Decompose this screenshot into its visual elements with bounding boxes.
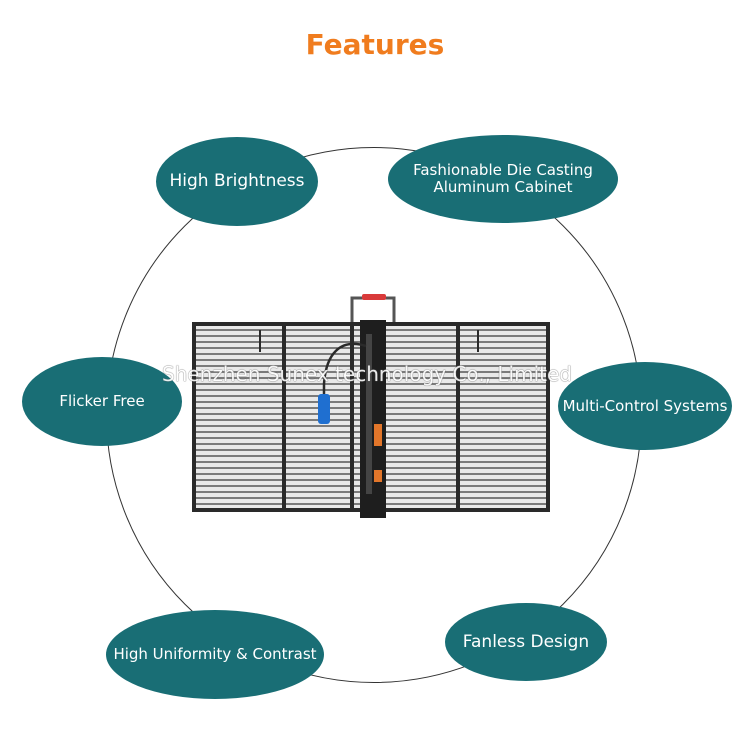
feature-die-casting-cabinet: Fashionable Die Casting Aluminum Cabinet bbox=[388, 135, 618, 223]
feature-label-line-2: Aluminum Cabinet bbox=[433, 178, 573, 196]
page-title: Features bbox=[305, 28, 445, 61]
cabinet-spine bbox=[360, 320, 386, 518]
connector-icon bbox=[318, 394, 330, 424]
handle-grip bbox=[362, 294, 386, 300]
led-cabinet-image bbox=[192, 294, 550, 518]
feature-label: High Uniformity & Contrast bbox=[113, 645, 317, 663]
power-connector-icon bbox=[374, 424, 382, 446]
cabinet-posts bbox=[282, 324, 460, 510]
feature-label: Multi-Control Systems bbox=[562, 396, 728, 415]
feature-multi-control-systems: Multi-Control Systems bbox=[558, 362, 732, 450]
feature-label: Fanless Design bbox=[462, 631, 590, 652]
feature-flicker-free: Flicker Free bbox=[22, 357, 182, 446]
feature-high-brightness: High Brightness bbox=[156, 137, 318, 226]
feature-fanless-design: Fanless Design bbox=[445, 603, 607, 681]
corner-brackets bbox=[259, 330, 479, 352]
feature-label: High Brightness bbox=[169, 171, 305, 191]
feature-label: Flicker Free bbox=[59, 392, 145, 410]
cable-icon bbox=[322, 342, 367, 394]
watermark-text: Shenzhen Sunex technology Co., Limited bbox=[162, 362, 572, 386]
feature-label-line-1: Fashionable Die Casting bbox=[413, 161, 593, 179]
feature-high-uniformity-contrast: High Uniformity & Contrast bbox=[106, 610, 324, 699]
